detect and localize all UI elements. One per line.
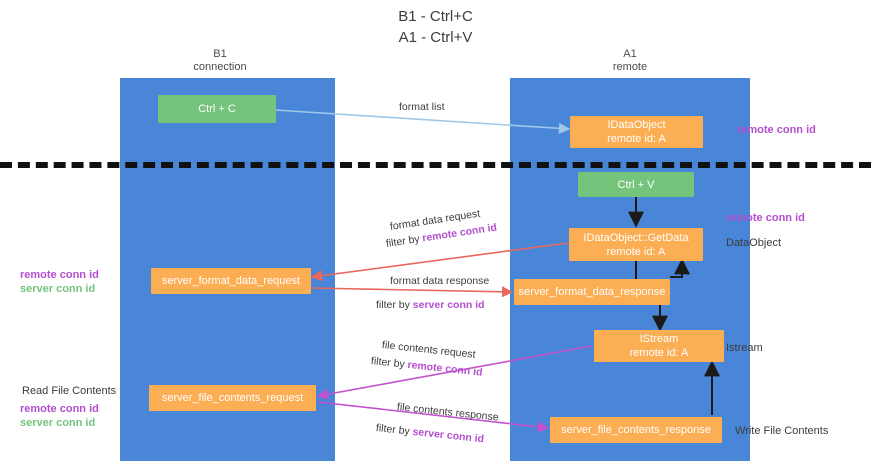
right-label-dataobject: DataObject <box>726 237 782 249</box>
node-istream-subtitle: remote id: A <box>629 347 689 359</box>
right-label-write-file-contents: Write File Contents <box>735 425 829 437</box>
node-server-file-contents-request-label: server_file_contents_request <box>161 392 304 404</box>
filter-prefix: filter by <box>375 422 414 438</box>
node-getdata-title: IDataObject::GetData <box>583 231 689 244</box>
filter-key-remote-conn-id: remote conn id <box>406 358 484 379</box>
edge-label-format-data-response-text: format data response <box>390 275 490 287</box>
edge-label-file-contents-response-filter: filter by server conn id <box>375 421 484 446</box>
lane-header-b1: B1 connection <box>193 48 247 73</box>
filter-prefix: filter by <box>376 299 413 311</box>
edge-label-file-contents-response: file contents response <box>396 400 499 425</box>
right-label-remote-conn-id-mid: remote conn id <box>726 212 805 224</box>
node-server-format-data-response[interactable]: server_format_data_response <box>514 279 670 305</box>
left-label-server-conn-id: server conn id <box>20 283 96 295</box>
right-label-istream: Istream <box>726 342 763 354</box>
edge-label-format-list: format list <box>399 100 445 114</box>
filter-key-server-conn-id: server conn id <box>412 299 485 311</box>
left-label-remote-conn-id-2: remote conn id <box>20 403 99 415</box>
filter-prefix: filter by <box>385 232 424 250</box>
left-label-server-conn-id-2: server conn id <box>20 417 96 429</box>
edge-label-format-data-response: format data response <box>390 274 489 288</box>
left-label-remote-conn-id: remote conn id <box>20 269 99 281</box>
node-ctrl-c-label: Ctrl + C <box>198 103 236 115</box>
diagram-title: B1 - Ctrl+C A1 - Ctrl+V <box>398 8 473 46</box>
node-server-format-data-request-label: server_format_data_request <box>161 275 301 287</box>
node-server-format-data-response-label: server_format_data_response <box>518 286 666 298</box>
node-idataobject-title: IDataObject <box>607 119 666 131</box>
node-ctrl-c[interactable]: Ctrl + C <box>158 95 276 123</box>
node-ctrl-v-label: Ctrl + V <box>617 178 655 191</box>
right-label-remote-conn-id-top: remote conn id <box>737 124 816 136</box>
edge-label-format-list-text: format list <box>399 101 445 113</box>
node-idataobject[interactable]: IDataObject remote id: A <box>570 116 703 148</box>
node-idataobject-getdata[interactable]: IDataObject::GetData remote id: A <box>569 228 703 261</box>
node-getdata-subtitle: remote id: A <box>606 245 666 258</box>
edge-label-format-data-response-filter: filter by server conn id <box>376 298 485 312</box>
node-server-file-contents-request[interactable]: server_file_contents_request <box>149 385 316 411</box>
node-server-format-data-request[interactable]: server_format_data_request <box>151 268 311 294</box>
filter-prefix: filter by <box>370 355 409 371</box>
lane-header-a1: A1 remote <box>612 48 648 73</box>
edge-label-file-contents-response-text: file contents response <box>396 401 500 424</box>
node-server-file-contents-response[interactable]: server_file_contents_response <box>550 417 722 443</box>
node-ctrl-v[interactable]: Ctrl + V <box>578 172 694 197</box>
node-server-file-contents-response-label: server_file_contents_response <box>561 424 711 436</box>
filter-key-server-conn-id: server conn id <box>411 425 485 446</box>
section-divider <box>0 162 871 168</box>
node-idataobject-subtitle: remote id: A <box>607 133 666 145</box>
node-istream-title: IStream <box>639 333 679 345</box>
left-label-read-file-contents: Read File Contents <box>22 385 117 397</box>
node-istream[interactable]: IStream remote id: A <box>594 330 724 362</box>
